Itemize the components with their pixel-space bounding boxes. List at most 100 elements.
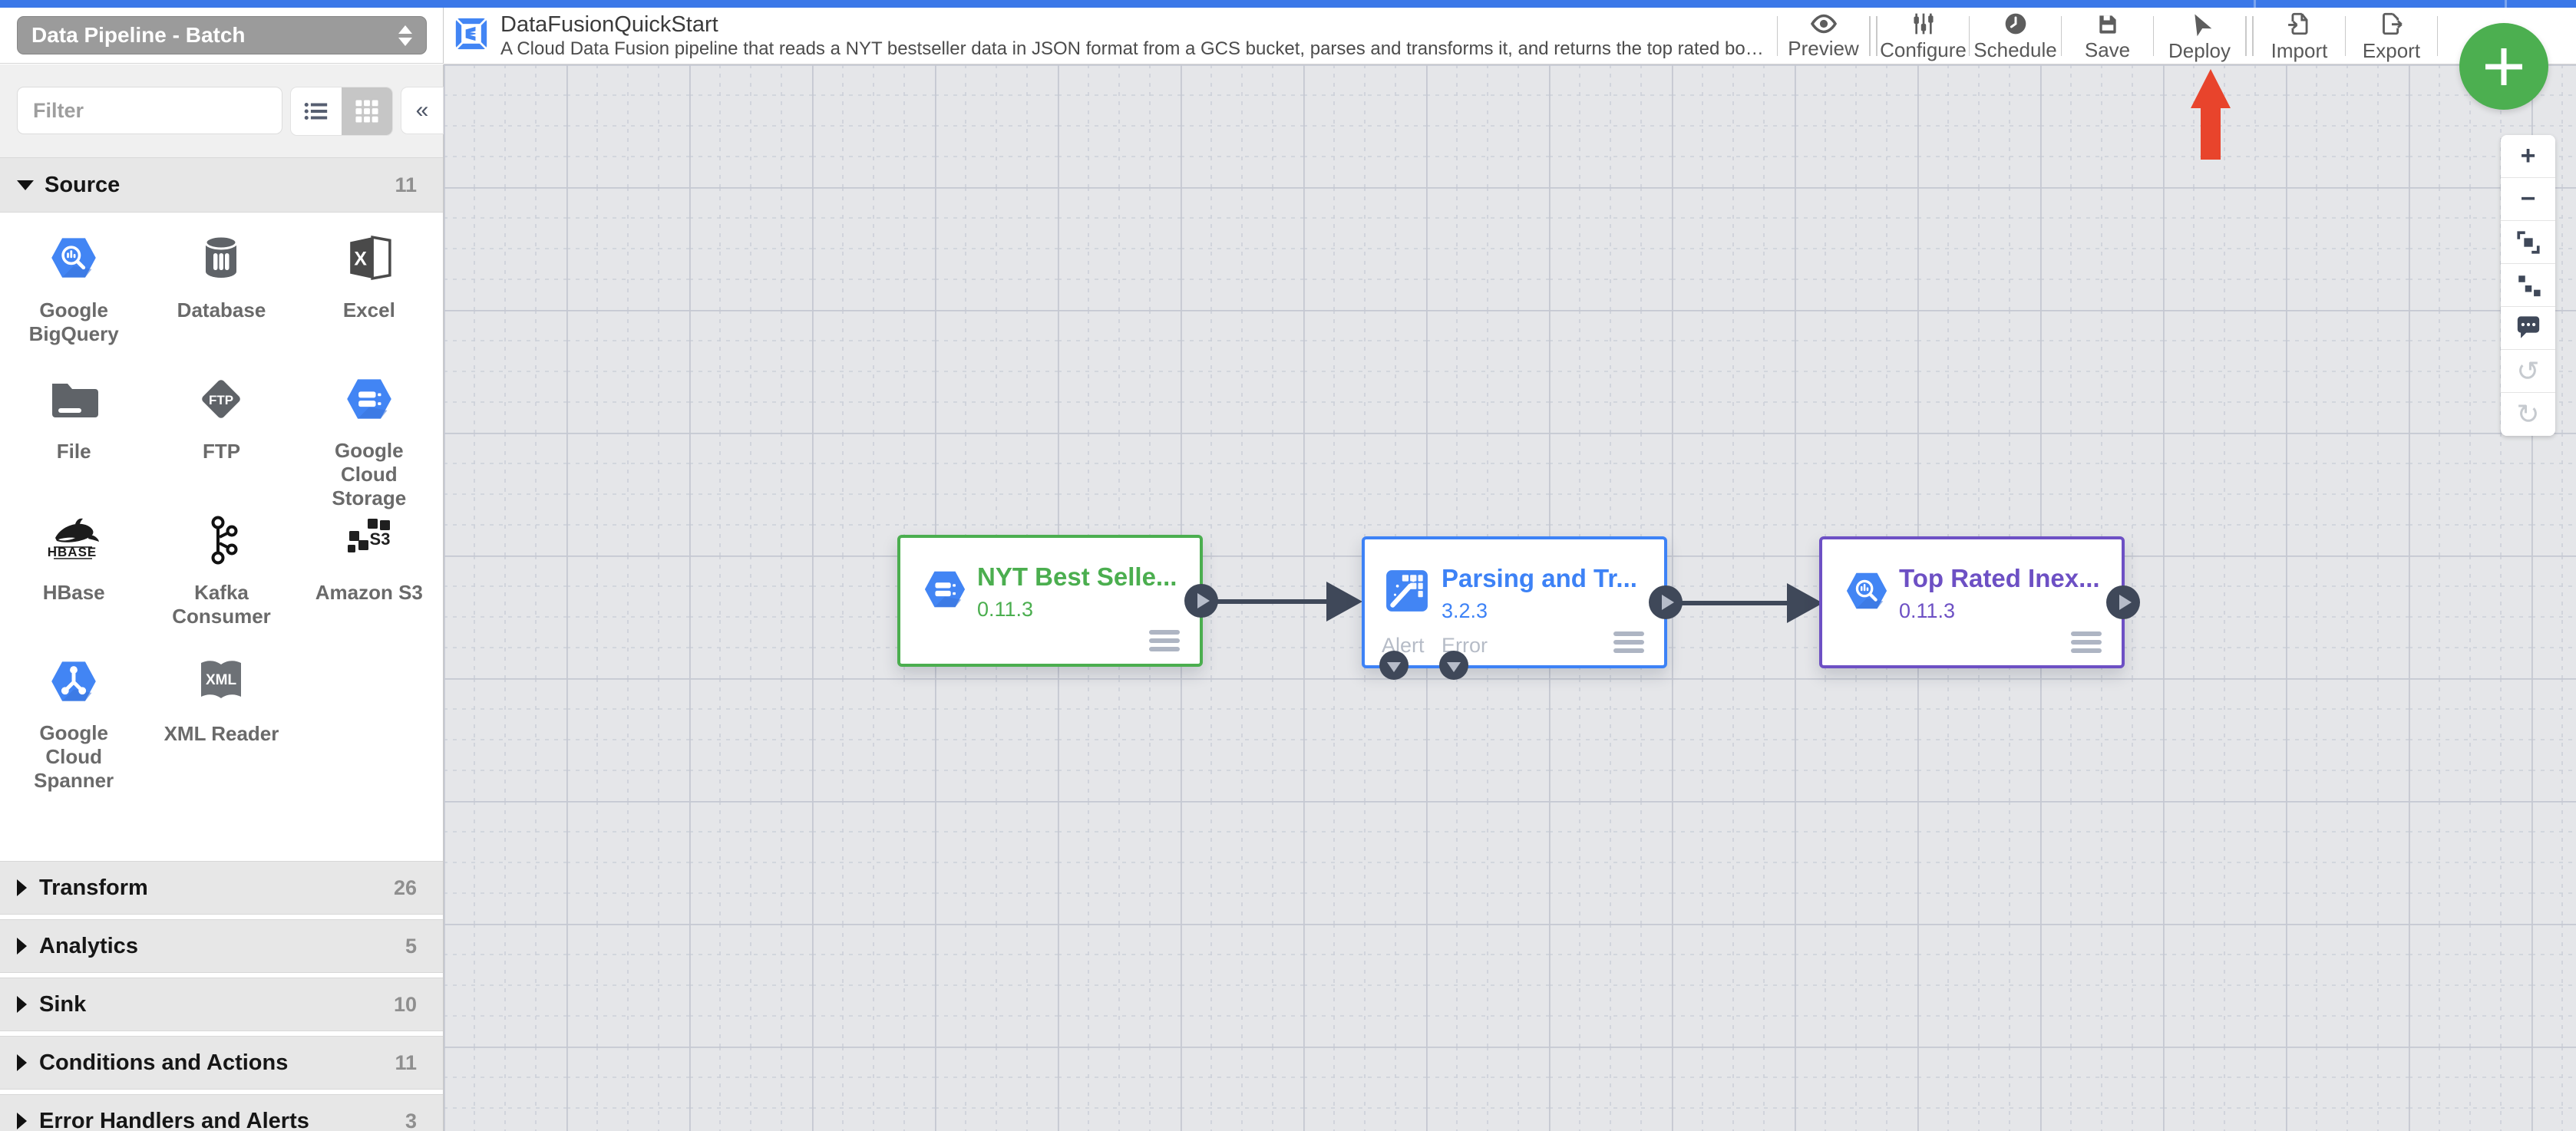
deploy-button[interactable]: Deploy xyxy=(2154,8,2245,64)
caret-down-icon xyxy=(17,180,34,190)
sidebar-section-sink[interactable]: Sink 10 xyxy=(0,978,443,1031)
zoom-in-button[interactable]: + xyxy=(2501,135,2555,178)
plugin-amazon-s3[interactable]: S3 Amazon S3 xyxy=(296,510,443,651)
plugin-database[interactable]: Database xyxy=(147,228,295,369)
caret-right-icon xyxy=(17,996,27,1013)
svg-text:S3: S3 xyxy=(369,529,390,549)
plugin-google-cloud-storage[interactable]: Google Cloud Storage xyxy=(296,369,443,510)
node-menu-icon[interactable] xyxy=(1149,626,1180,651)
fit-to-screen-icon xyxy=(2516,230,2540,254)
grid-view-button[interactable] xyxy=(342,87,392,135)
schedule-button[interactable]: Schedule xyxy=(1970,8,2061,64)
toolbar-divider xyxy=(2153,15,2154,56)
output-port[interactable] xyxy=(1184,584,1218,618)
svg-text:XML: XML xyxy=(206,672,237,688)
zoom-out-button[interactable]: − xyxy=(2501,178,2555,221)
cloud-storage-icon xyxy=(920,567,969,615)
action-toolbar: Preview Configure Schedule xyxy=(1777,8,2438,64)
sidebar-section-source[interactable]: Source 11 xyxy=(0,157,443,213)
minus-icon: − xyxy=(2520,184,2536,213)
pipeline-title-block: DataFusionQuickStart A Cloud Data Fusion… xyxy=(454,12,1767,61)
sidebar-section-conditions-and-actions[interactable]: Conditions and Actions 11 xyxy=(0,1036,443,1090)
output-port[interactable] xyxy=(2106,585,2140,619)
caret-right-icon xyxy=(17,1113,27,1129)
comments-button[interactable] xyxy=(2501,307,2555,350)
plus-icon xyxy=(2485,48,2522,85)
undo-icon: ↺ xyxy=(2516,354,2540,387)
sidebar-section-list: Transform 26 Analytics 5 Sink 10 Conditi… xyxy=(0,861,443,1131)
sidebar-section-error-handlers-and-alerts[interactable]: Error Handlers and Alerts 3 xyxy=(0,1094,443,1131)
eye-icon xyxy=(1810,14,1837,34)
wrangler-icon xyxy=(1385,569,1429,617)
hbase-icon: HBASE xyxy=(45,510,103,570)
top-nav-divider xyxy=(2505,0,2507,8)
sidebar-header: Data Pipeline - Batch xyxy=(0,8,444,64)
database-icon xyxy=(198,228,244,288)
plugin-google-cloud-spanner[interactable]: Google Cloud Spanner xyxy=(0,651,147,793)
plugin-xml-reader[interactable]: XML XML Reader xyxy=(147,651,295,793)
view-toggle xyxy=(290,87,393,136)
configure-button[interactable]: Configure xyxy=(1878,8,1969,64)
undo-button[interactable]: ↺ xyxy=(2501,350,2555,393)
section-count: 11 xyxy=(395,173,417,196)
error-port[interactable] xyxy=(1439,651,1468,680)
preview-button[interactable]: Preview xyxy=(1778,8,1869,64)
sliders-icon xyxy=(1913,13,1934,35)
node-title: Parsing and Tr... xyxy=(1442,564,1637,592)
comment-icon xyxy=(2517,315,2539,338)
output-port[interactable] xyxy=(1649,585,1683,619)
toolbar-divider xyxy=(2245,15,2254,56)
section-count: 3 xyxy=(405,1109,417,1131)
save-icon xyxy=(2099,15,2116,34)
plugin-google-bigquery[interactable]: Google BigQuery xyxy=(0,228,147,369)
node-nyt-best-sellers[interactable]: NYT Best Selle... 0.11.3 xyxy=(897,535,1218,667)
alert-port[interactable] xyxy=(1379,651,1409,680)
export-button[interactable]: Export xyxy=(2346,8,2437,64)
source-plugin-grid: Google BigQuery Database xyxy=(0,213,443,861)
plus-icon: + xyxy=(2520,141,2536,170)
redo-button[interactable]: ↻ xyxy=(2501,393,2555,436)
export-icon xyxy=(2382,12,2403,35)
add-node-button[interactable] xyxy=(2459,23,2548,110)
toolbar-divider xyxy=(2061,15,2062,56)
header: DataFusionQuickStart A Cloud Data Fusion… xyxy=(444,8,2576,64)
plugin-sidebar: « Source 11 Google BigQuery xyxy=(0,64,444,1131)
caret-right-icon xyxy=(17,879,27,896)
node-parsing-and-transform[interactable]: Parsing and Tr... 3.2.3 Alert Error xyxy=(1362,536,1683,680)
collapse-sidebar-button[interactable]: « xyxy=(401,87,444,134)
section-count: 26 xyxy=(393,875,417,899)
top-nav-divider xyxy=(2254,0,2256,8)
collapse-icon: « xyxy=(415,97,429,123)
plugin-hbase[interactable]: HBASE HBase xyxy=(0,510,147,651)
toolbar-divider xyxy=(1969,15,1970,56)
pipeline-title: DataFusionQuickStart xyxy=(500,12,718,37)
save-button[interactable]: Save xyxy=(2062,8,2153,64)
node-title: NYT Best Selle... xyxy=(977,562,1177,591)
pipeline-type-select[interactable]: Data Pipeline - Batch xyxy=(17,16,427,54)
select-arrows-icon xyxy=(398,25,412,46)
toolbar-divider xyxy=(2345,15,2346,56)
filter-input[interactable] xyxy=(17,87,282,134)
list-view-icon xyxy=(304,102,328,120)
svg-text:X: X xyxy=(354,249,367,269)
plugin-file[interactable]: File xyxy=(0,369,147,510)
node-version: 0.11.3 xyxy=(977,598,1034,621)
cloud-storage-icon xyxy=(343,369,395,428)
node-menu-icon[interactable] xyxy=(2071,628,2102,653)
auto-align-button[interactable] xyxy=(2501,264,2555,307)
node-version: 3.2.3 xyxy=(1442,599,1488,622)
sidebar-section-analytics[interactable]: Analytics 5 xyxy=(0,919,443,973)
sidebar-section-transform[interactable]: Transform 26 xyxy=(0,861,443,915)
section-count: 5 xyxy=(405,934,417,958)
plugin-kafka-consumer[interactable]: Kafka Consumer xyxy=(147,510,295,651)
section-count: 10 xyxy=(393,992,417,1016)
import-button[interactable]: Import xyxy=(2254,8,2345,64)
list-view-button[interactable] xyxy=(291,87,342,135)
deploy-annotation-arrow xyxy=(2191,69,2231,160)
plugin-ftp[interactable]: FTP FTP xyxy=(147,369,295,510)
node-top-rated-inexpensive[interactable]: Top Rated Inex... 0.11.3 xyxy=(1819,536,2140,668)
plugin-excel[interactable]: X Excel xyxy=(296,228,443,369)
pipeline-canvas[interactable]: NYT Best Selle... 0.11.3 Parsing xyxy=(444,64,2576,1131)
fit-to-screen-button[interactable] xyxy=(2501,221,2555,264)
node-menu-icon[interactable] xyxy=(1613,628,1644,653)
